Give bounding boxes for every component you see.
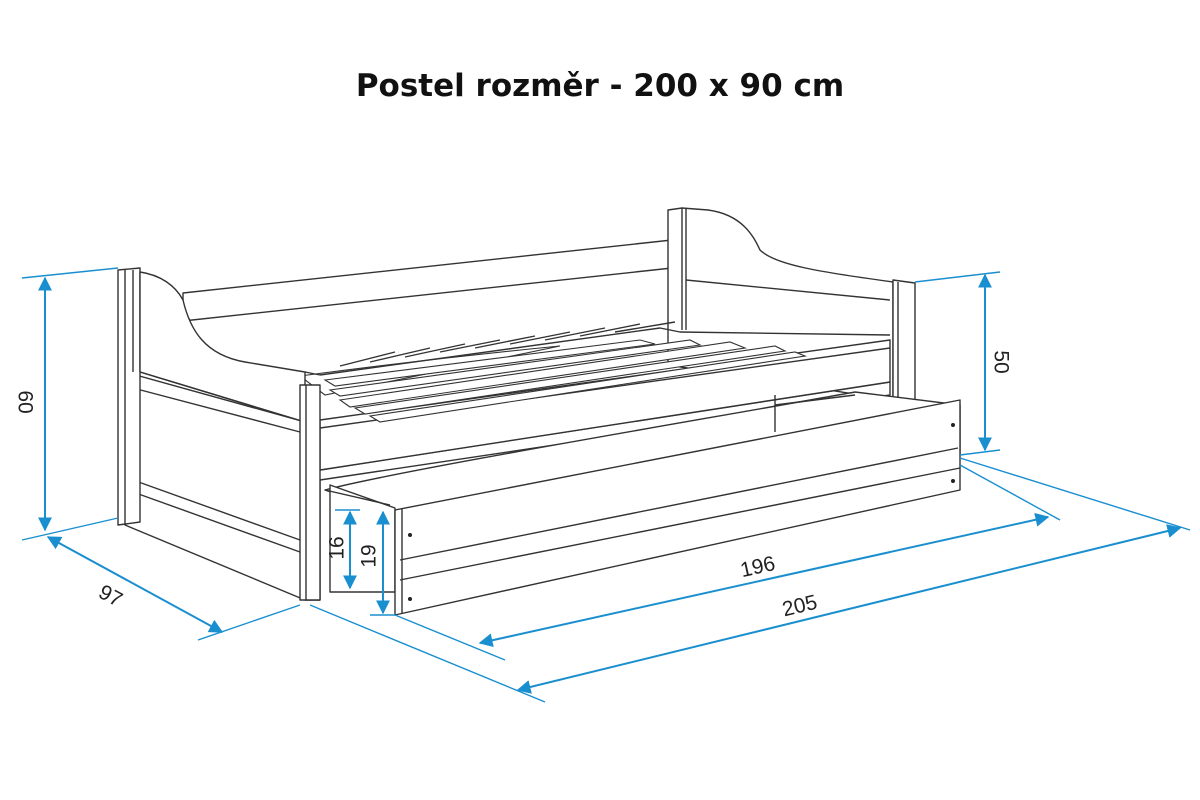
bed-frame [117, 207, 961, 616]
front-post [299, 384, 321, 601]
diagram-title: Postel rozměr - 200 x 90 cm [355, 68, 845, 104]
bed-slats [298, 321, 891, 423]
drawer-height-label: 16 [326, 536, 349, 559]
total-length-arrow [516, 524, 1182, 694]
left-headboard [117, 267, 306, 526]
depth-label: 97 [95, 581, 126, 612]
depth-arrow [46, 536, 224, 633]
height-total-label: 60 [13, 390, 36, 413]
drawer-front-height-label: 19 [358, 544, 381, 567]
back-rails [182, 239, 673, 338]
headboard-height-label: 50 [989, 350, 1012, 373]
